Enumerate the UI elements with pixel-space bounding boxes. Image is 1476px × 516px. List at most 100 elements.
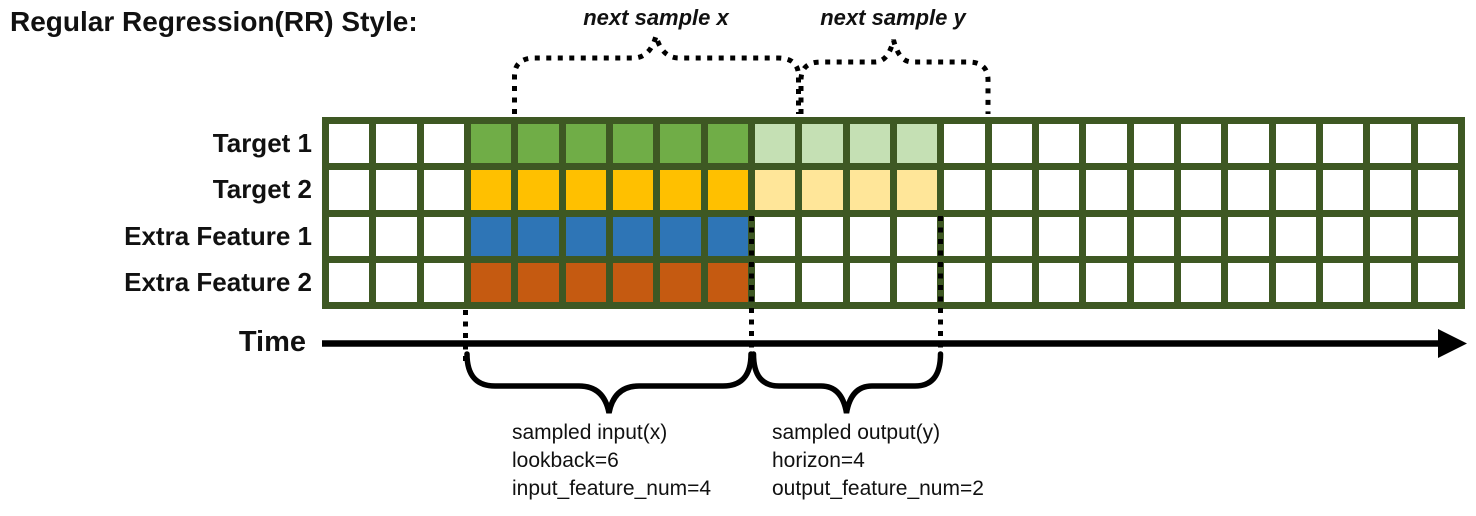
grid-cell: [376, 216, 417, 256]
grid-cell: [896, 170, 938, 210]
grid-cell: [802, 262, 843, 302]
grid-cell: [660, 262, 701, 302]
grid-cell: [944, 216, 985, 256]
grid-cell: [612, 124, 654, 164]
grid-cell: [660, 216, 701, 256]
grid-cell: [470, 124, 512, 164]
next-sample-x-brace: [512, 26, 801, 114]
grid-cell: [1417, 170, 1458, 210]
grid-cell: [1038, 262, 1080, 302]
grid-cell: [660, 170, 701, 210]
lookback-value: lookback=6: [512, 449, 619, 472]
grid-cell: [1086, 216, 1127, 256]
sampled-input-title: sampled input(x): [512, 421, 668, 444]
grid-cell: [1322, 124, 1364, 164]
grid-cell: [1417, 124, 1458, 164]
row-label: Target 2: [212, 174, 312, 204]
grid-cell: [1086, 124, 1127, 164]
grid-cell: [1086, 262, 1127, 302]
grid-cell: [754, 216, 796, 256]
grid-cell: [565, 262, 606, 302]
sampled-output-note: sampled output(y) horizon=4 output_featu…: [772, 419, 984, 503]
grid-cell: [329, 262, 370, 302]
grid-cell: [376, 262, 417, 302]
grid-cell: [849, 124, 890, 164]
grid-cell: [518, 124, 559, 164]
grid-cell: [1038, 216, 1080, 256]
next-sample-y-label: next sample y: [820, 5, 966, 30]
grid-cell: [1038, 124, 1080, 164]
row-label: Extra Feature 2: [124, 267, 312, 297]
grid-cell: [1086, 170, 1127, 210]
grid-cell: [423, 262, 464, 302]
grid-cell: [944, 262, 985, 302]
grid-cell: [802, 216, 843, 256]
grid-cell: [991, 216, 1032, 256]
sampled-output-brace: [750, 351, 944, 414]
grid-cell: [1228, 124, 1269, 164]
grid-cell: [518, 262, 559, 302]
grid-cell: [1133, 262, 1174, 302]
grid-cell: [1275, 216, 1316, 256]
grid-cell: [896, 216, 938, 256]
grid-cell: [470, 262, 512, 302]
horizon-value: horizon=4: [772, 449, 865, 472]
sampled-output-title: sampled output(y): [772, 421, 941, 444]
grid-cell: [754, 124, 796, 164]
grid-cell: [896, 262, 938, 302]
grid-cell: [660, 124, 701, 164]
grid-cell: [1275, 170, 1316, 210]
grid-cell: [1275, 124, 1316, 164]
grid-cell: [1180, 216, 1222, 256]
grid-cell: [707, 170, 748, 210]
sampled-input-brace: [464, 351, 754, 414]
grid-cell: [518, 170, 559, 210]
grid-cell: [1228, 216, 1269, 256]
grid-cell: [1322, 170, 1364, 210]
grid-cell: [1370, 262, 1411, 302]
grid-cell: [470, 170, 512, 210]
grid-cell: [1370, 170, 1411, 210]
grid-cell: [1228, 262, 1269, 302]
grid-cell: [612, 216, 654, 256]
grid-cell: [1180, 170, 1222, 210]
grid-cell: [329, 170, 370, 210]
grid-cell: [1133, 124, 1174, 164]
grid-cell: [1180, 124, 1222, 164]
grid-cell: [565, 124, 606, 164]
grid-cell: [423, 216, 464, 256]
grid-cell: [1228, 170, 1269, 210]
grid-cell: [329, 216, 370, 256]
grid-cell: [1370, 124, 1411, 164]
next-sample-y-brace: [798, 39, 991, 114]
grid-cell: [991, 262, 1032, 302]
input-feature-num-value: input_feature_num=4: [512, 477, 712, 500]
grid-cell: [849, 170, 890, 210]
grid-cell: [1417, 262, 1458, 302]
grid-cell: [1322, 216, 1364, 256]
grid-cell: [1180, 262, 1222, 302]
grid-cell: [944, 170, 985, 210]
grid-cell: [376, 124, 417, 164]
grid-cell: [802, 170, 843, 210]
grid-cell: [1133, 216, 1174, 256]
grid-cell: [423, 170, 464, 210]
grid-cell: [991, 124, 1032, 164]
grid-cell: [565, 170, 606, 210]
grid-cell: [470, 216, 512, 256]
grid-cell: [329, 124, 370, 164]
grid-cell: [1038, 170, 1080, 210]
grid-cell: [754, 170, 796, 210]
grid-cell: [376, 170, 417, 210]
sampled-input-note: sampled input(x) lookback=6 input_featur…: [512, 419, 711, 503]
time-axis-label: Time: [238, 326, 306, 358]
output-feature-num-value: output_feature_num=2: [772, 477, 984, 500]
grid-cell: [1322, 262, 1364, 302]
next-sample-x-label: next sample x: [583, 5, 729, 30]
grid-cell: [423, 124, 464, 164]
grid-cell: [896, 124, 938, 164]
time-series-grid: [322, 117, 1465, 309]
grid-cell: [849, 262, 890, 302]
grid-cell: [612, 170, 654, 210]
